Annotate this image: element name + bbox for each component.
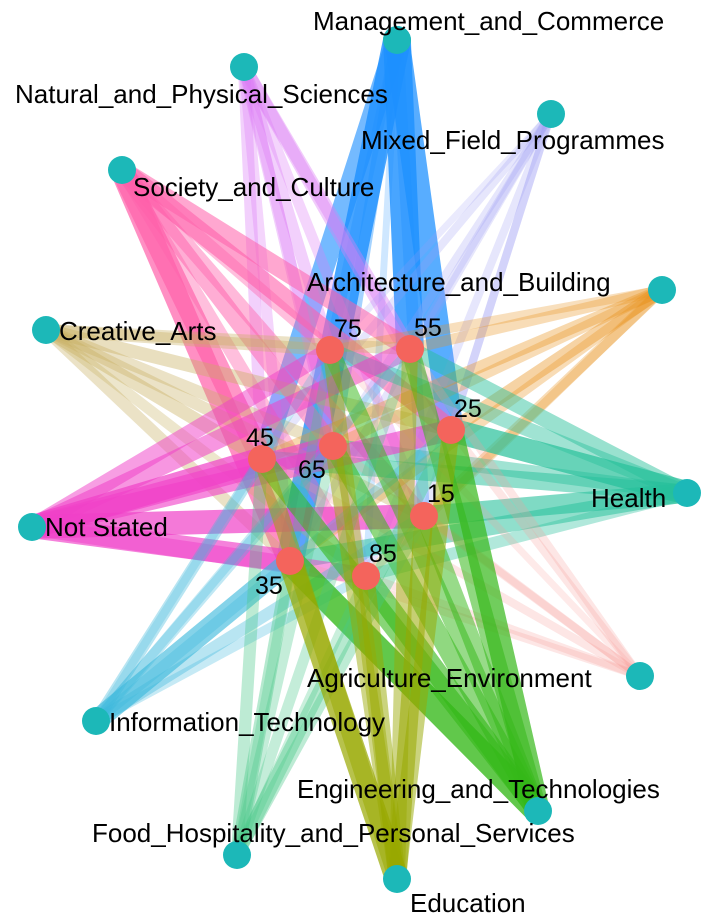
edge-ab-25 — [444, 283, 669, 437]
edge-ns-35 — [20, 515, 302, 573]
field-node-ca — [32, 316, 60, 344]
field-label-society-and-culture: Society_and_Culture — [133, 172, 374, 202]
age-node-25 — [437, 416, 465, 444]
edge-ab-65 — [327, 284, 668, 452]
edge-sc-25 — [112, 160, 461, 440]
field-node-nps — [230, 53, 258, 81]
edge-et-25 — [439, 418, 550, 823]
field-label-engineering-and-technologies: Engineering_and_Technologies — [297, 774, 660, 804]
edge-it-35 — [85, 550, 301, 732]
age-nodes — [248, 335, 465, 590]
age-label-35: 35 — [255, 572, 283, 600]
field-node-ae — [626, 662, 654, 690]
edge-fh-45 — [230, 452, 269, 862]
edge-ca-65 — [39, 323, 340, 453]
edges-layer — [20, 26, 699, 891]
age-label-55: 55 — [414, 314, 442, 342]
field-label-information-technology: Information_Technology — [109, 707, 385, 737]
field-label-mixed-field-programmes: Mixed_Field_Programmes — [361, 125, 664, 155]
edge-ab-75 — [325, 285, 667, 355]
age-node-75 — [316, 336, 344, 364]
field-label-food-hospitality-and-personal-services: Food_Hospitality_and_Personal_Services — [92, 818, 575, 848]
field-node-fh — [223, 841, 251, 869]
field-labels: Management_and_Commerce Natural_and_Phys… — [15, 6, 666, 918]
field-node-ns — [18, 513, 46, 541]
field-node-mc — [383, 26, 411, 54]
edge-it-75 — [91, 345, 335, 726]
field-node-ab — [648, 276, 676, 304]
age-node-45 — [248, 445, 276, 473]
field-node-et — [524, 797, 552, 825]
edge-fh-35 — [230, 554, 297, 862]
field-label-architecture-and-building: Architecture_and_Building — [307, 267, 611, 297]
field-label-agriculture-environment: Agriculture_Environment — [307, 663, 592, 693]
edge-fh-75 — [232, 345, 335, 860]
edge-nps-75 — [237, 60, 337, 357]
field-nodes — [18, 26, 701, 893]
edge-he-35 — [281, 484, 696, 570]
field-label-education: Education — [410, 888, 526, 918]
edge-ae-55 — [405, 344, 645, 681]
age-node-55 — [396, 335, 424, 363]
edge-ab-55 — [404, 284, 668, 355]
edge-ca-75 — [39, 323, 337, 357]
edge-it-45 — [89, 452, 269, 728]
field-node-it — [82, 707, 110, 735]
edge-mfp-75 — [326, 110, 555, 354]
field-label-health: Health — [591, 483, 666, 513]
age-node-65 — [319, 432, 347, 460]
edge-nps-55 — [237, 60, 417, 356]
edge-ed-35 — [278, 549, 409, 891]
edge-mfp-65 — [328, 109, 556, 451]
age-node-35 — [276, 547, 304, 575]
edge-mfp-25 — [446, 109, 556, 435]
edge-mfp-35 — [285, 109, 556, 566]
edge-fh-65 — [231, 440, 339, 861]
edge-ca-55 — [39, 323, 417, 356]
edge-ae-75 — [326, 346, 644, 680]
age-label-65: 65 — [298, 456, 326, 484]
edge-fh-25 — [230, 423, 458, 862]
field-node-ed — [383, 865, 411, 893]
field-label-management-and-commerce: Management_and_Commerce — [313, 6, 664, 36]
age-label-25: 25 — [454, 395, 482, 423]
field-node-sc — [108, 156, 136, 184]
field-node-mfp — [537, 100, 565, 128]
age-labels: 75 55 25 45 65 15 85 35 — [246, 314, 482, 600]
edge-ns-65 — [21, 435, 344, 538]
age-label-45: 45 — [246, 424, 274, 452]
field-node-he — [673, 479, 701, 507]
edge-mc-25 — [384, 27, 464, 443]
edge-ed-15 — [387, 506, 434, 889]
edge-sc-35 — [110, 158, 302, 573]
edge-fh-55 — [231, 343, 416, 861]
edge-ae-25 — [446, 425, 645, 681]
age-node-15 — [410, 502, 438, 530]
age-label-85: 85 — [369, 540, 397, 568]
edge-ab-45 — [255, 283, 669, 466]
field-label-natural-and-physical-sciences: Natural_and_Physical_Sciences — [15, 79, 388, 109]
age-label-15: 15 — [427, 480, 455, 508]
edge-fh-85 — [232, 571, 371, 860]
age-node-85 — [352, 562, 380, 590]
field-label-creative-arts: Creative_Arts — [59, 316, 217, 346]
age-label-75: 75 — [334, 315, 362, 343]
edge-mfp-55 — [405, 109, 556, 354]
field-label-not-stated: Not Stated — [45, 512, 168, 542]
edge-ca-25 — [39, 323, 458, 437]
